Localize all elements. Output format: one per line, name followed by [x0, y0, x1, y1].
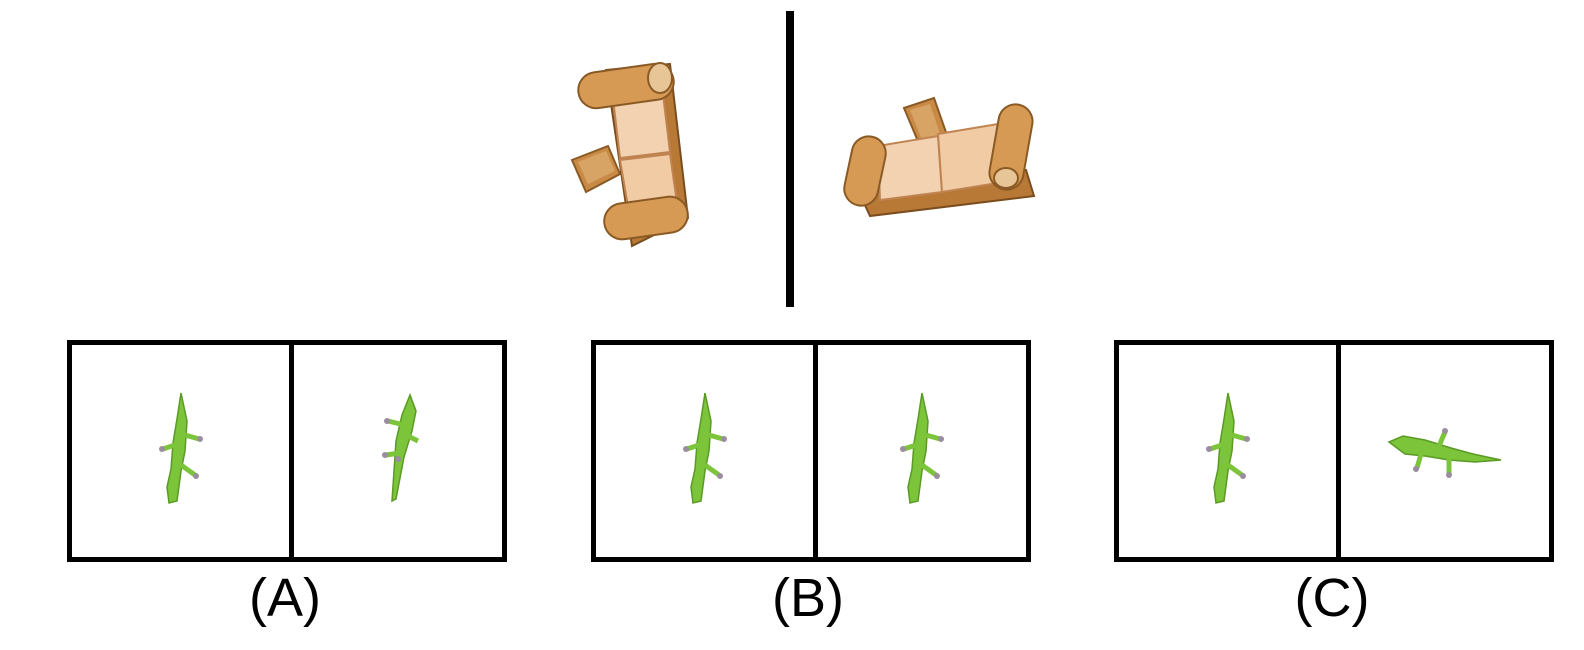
- reference-divider: [786, 11, 794, 307]
- option-label-c: (C): [1294, 568, 1370, 628]
- option-panel-b[interactable]: [591, 340, 1031, 562]
- gecko-icon: [382, 392, 420, 503]
- gecko-icon: [1205, 392, 1250, 504]
- option-b-left-view: [596, 345, 813, 557]
- option-panel-a[interactable]: [67, 340, 507, 562]
- option-c-left-view: [1119, 345, 1336, 557]
- gecko-icon: [158, 392, 203, 504]
- option-b-divider: [813, 345, 818, 557]
- gecko-icon: [1387, 428, 1502, 478]
- option-b-right-view: [818, 345, 1026, 557]
- option-a-left-view: [72, 345, 289, 557]
- gecko-icon: [682, 392, 727, 504]
- reference-sofa-right: [830, 50, 1050, 270]
- option-label-b: (B): [772, 568, 844, 628]
- option-panel-c[interactable]: [1114, 340, 1554, 562]
- option-a-right-view: [294, 345, 502, 557]
- option-c-divider: [1336, 345, 1341, 557]
- reference-sofa-left: [520, 50, 740, 270]
- option-c-right-view: [1341, 345, 1549, 557]
- gecko-icon: [900, 392, 944, 504]
- option-label-a: (A): [249, 568, 321, 628]
- option-a-divider: [289, 345, 294, 557]
